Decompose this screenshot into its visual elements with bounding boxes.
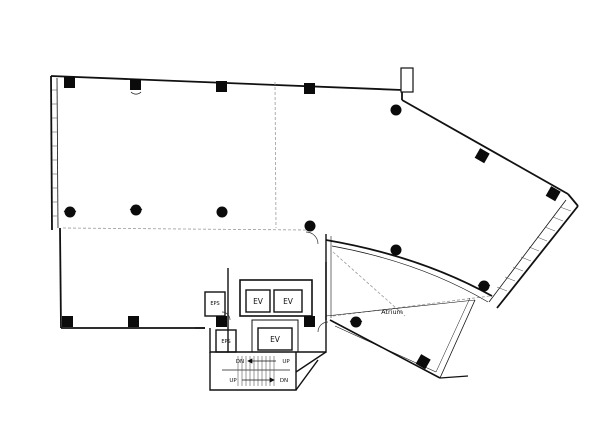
atrium: [325, 234, 493, 379]
column-halos: [63, 91, 491, 323]
column-square: [62, 316, 73, 327]
east-mullions: [496, 206, 572, 292]
east-wall-outer: [496, 205, 579, 309]
ev-label-3: EV: [270, 335, 281, 344]
dashed-east-west: [62, 227, 307, 231]
door-arc-1: [305, 231, 319, 245]
elevator-bank: [239, 279, 313, 317]
column-round: [130, 204, 142, 216]
east-wall-inner: [488, 199, 567, 303]
column-square: [216, 316, 227, 327]
ev-car-2: [273, 289, 303, 313]
door-arc-2: [221, 311, 231, 321]
column-square: [216, 81, 227, 92]
stair-dn-top: DN: [236, 359, 244, 365]
columns: [62, 77, 561, 370]
column-square: [304, 83, 315, 94]
column-round: [478, 280, 490, 292]
column-square: [545, 186, 561, 202]
atrium-curved-wall-inner: [331, 245, 489, 303]
eps-room-1: [204, 291, 226, 317]
room-labels: EV EV EV EPS EPS Atrium DN UP UP DN: [210, 297, 403, 384]
stair-enclosure: [209, 352, 297, 391]
stair-diagonal-wall: [295, 351, 327, 373]
atrium-east-edge-inner: [435, 297, 471, 373]
eps-label-2: EPS: [221, 339, 230, 345]
door-arc-3: [317, 321, 329, 333]
column-square: [130, 79, 141, 90]
door-swings: [221, 231, 329, 333]
west-wall-inner: [56, 77, 59, 229]
atrium-curved-wall: [325, 239, 493, 297]
stair-dn-bottom: DN: [280, 378, 288, 384]
dashed-grid: [62, 81, 491, 317]
core-walls: [204, 262, 327, 353]
atrium-bridge: [325, 299, 476, 317]
column-square: [304, 316, 315, 327]
ev-label-2: EV: [283, 297, 294, 306]
column-square: [64, 77, 75, 88]
ev-shaft-3: [251, 319, 299, 353]
stair-up-bottom: UP: [229, 378, 237, 384]
atrium-label: Atrium: [381, 308, 403, 316]
column-square: [474, 148, 490, 164]
west-mullions: [52, 89, 57, 217]
column-square: [415, 354, 431, 370]
stair-diagonal-wall-2: [295, 359, 319, 391]
ev-label-1: EV: [253, 297, 264, 306]
eps-label-1: EPS: [210, 301, 219, 307]
east-corner: [567, 193, 579, 207]
ne-diagonal-wall: [401, 99, 569, 195]
column-round: [350, 316, 362, 328]
stair-up-top: UP: [282, 359, 290, 365]
west-wall-outer: [50, 75, 53, 231]
dashed-north-south: [274, 81, 277, 229]
column-square: [128, 316, 139, 327]
stair-arrows: [242, 358, 276, 383]
column-round: [216, 206, 228, 218]
atrium-east-edge: [439, 299, 476, 379]
atrium-south-cap: [439, 375, 469, 379]
roof-shaft: [400, 67, 414, 93]
column-round: [64, 206, 76, 218]
stairwell: [195, 327, 327, 391]
exterior-walls: [50, 75, 579, 329]
ev-car-1: [245, 289, 271, 313]
column-round: [390, 104, 402, 116]
atrium-diagonal-1: [332, 251, 406, 317]
west-wall-lower: [59, 227, 62, 329]
column-round: [390, 244, 402, 256]
column-round: [304, 220, 316, 232]
ev-car-3: [257, 327, 293, 351]
